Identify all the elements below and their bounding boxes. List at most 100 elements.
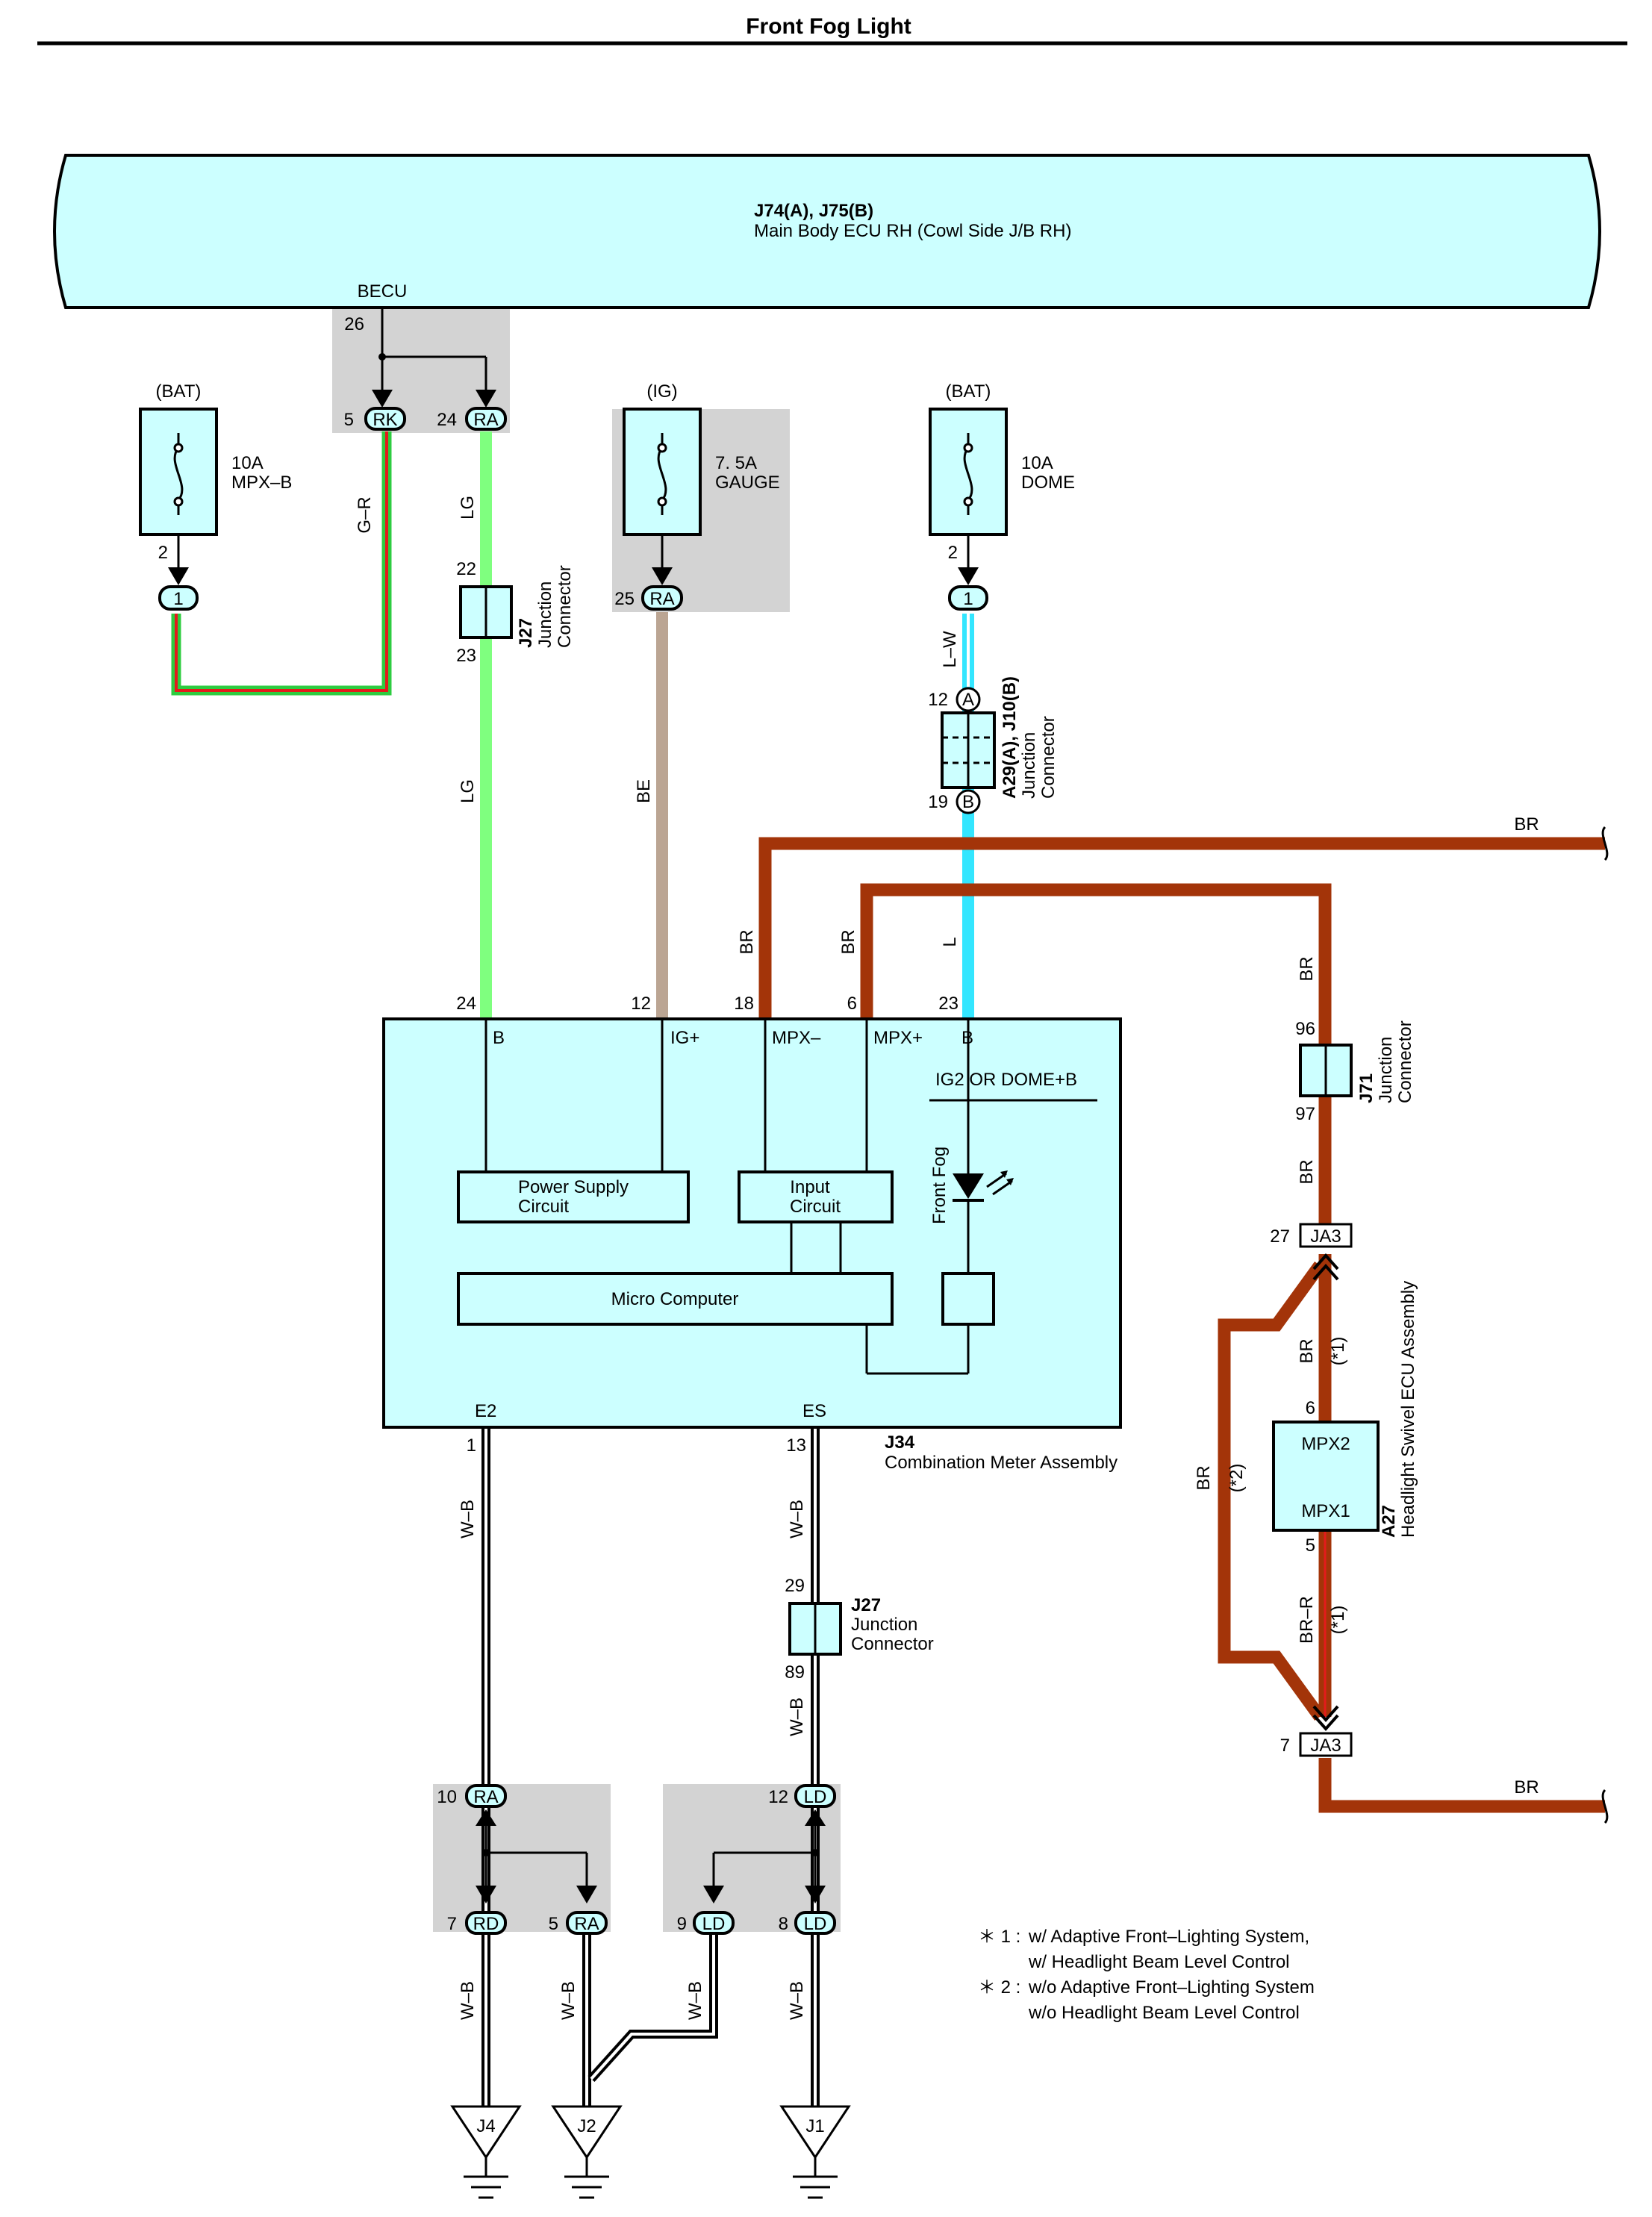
wire-label-l: L [940, 937, 960, 947]
main-body-ecu-block [53, 154, 1601, 309]
connector-rk [364, 407, 406, 431]
wire-label-br-j71-out: BR [1297, 1159, 1317, 1184]
meter-pin-18: 18 [734, 994, 754, 1014]
meter-pin-b-label: B [493, 1028, 505, 1048]
wire-label-w-b-j1: W–B [787, 1981, 807, 2020]
wire-label-g-r: G–R [355, 496, 375, 533]
fuse-mpx-b-connector [158, 585, 199, 611]
meter-pin-e2: 1 [467, 1435, 476, 1456]
wire-label-br-r: BR–R [1297, 1596, 1317, 1644]
meter-pin-mpx-minus-label: MPX– [772, 1028, 821, 1048]
connector-ld-8 [794, 1911, 836, 1935]
ground-icon-j1 [779, 2105, 851, 2199]
j27-bottom-name2: Connector [851, 1634, 934, 1654]
fuse-gauge-name: GAUGE [715, 473, 780, 493]
meter-pin-es: 13 [786, 1435, 806, 1456]
j27-top-pin-in: 22 [456, 559, 476, 579]
meter-name: Combination Meter Assembly [885, 1453, 1118, 1473]
fuse-dome-supply: (BAT) [946, 381, 991, 402]
ld9-code: LD [702, 1914, 726, 1934]
connector-ra-24 [465, 407, 507, 431]
ld8-code: LD [804, 1914, 827, 1934]
fuse-dome-name: DOME [1021, 473, 1075, 493]
ground-j1-label: J1 [805, 2116, 824, 2136]
swivel-note-1-bottom: (*1) [1328, 1606, 1348, 1635]
j27-bottom-pin-in: 29 [785, 1576, 805, 1596]
fuse-dome-out-pin: 2 [948, 543, 958, 563]
wire-w-b [481, 1427, 820, 2107]
ig2-dome-label: IG2 OR DOME+B [935, 1070, 1077, 1090]
note-1-mark: ＊ 1 : [978, 1927, 1020, 1947]
swivel-mpx2: MPX2 [1301, 1434, 1350, 1454]
junction-j27-top [459, 585, 513, 639]
front-fog-label: Front Fog [929, 1147, 950, 1224]
led-driver-box [941, 1272, 995, 1326]
meter-pin-ig-label: IG+ [670, 1028, 699, 1048]
wire-label-w-b-e2: W–B [458, 1500, 478, 1538]
swivel-note-2: (*2) [1226, 1464, 1247, 1493]
j27-bottom-code: J27 [851, 1595, 881, 1615]
j71-name1: Junction [1376, 1037, 1396, 1103]
fuse-dome-rating: 10A [1021, 453, 1053, 473]
fuse-mpx-b-out-pin: 2 [158, 543, 168, 563]
a29-code: A29(A), J10(B) [1000, 676, 1020, 799]
meter-pin-24: 24 [456, 994, 476, 1014]
wire-label-br-right-bottom: BR [1514, 1777, 1539, 1797]
j27-top-code: J27 [516, 618, 536, 648]
a29-label-a: A [962, 690, 974, 710]
fuse-gauge-conn-code: RA [649, 589, 674, 609]
ground-junction-left [476, 1809, 597, 1903]
connector-ld-9 [693, 1911, 735, 1935]
headlight-swivel-ecu-block [1272, 1421, 1380, 1532]
a29-name1: Junction [1019, 732, 1039, 799]
wire-label-br-mpx-minus: BR [737, 929, 757, 954]
meter-pin-6: 6 [847, 994, 857, 1014]
note-2-mark: ＊ 2 : [978, 1977, 1020, 1998]
note-2-line1: w/o Adaptive Front–Lighting System [1028, 1977, 1315, 1998]
fuse-dome [929, 408, 1008, 585]
ground-junction-right [703, 1809, 826, 1903]
fuse-gauge [623, 408, 702, 585]
fuse-dome-conn-pin: 1 [963, 589, 973, 609]
connector-ra-10 [465, 1784, 507, 1808]
meter-e2-label: E2 [475, 1401, 496, 1421]
meter-internal-lines [484, 1019, 1097, 1375]
connector-ja3-bottom [1299, 1705, 1353, 1757]
becu-junction [372, 308, 496, 408]
wire-label-w-b-ld9: W–B [685, 1981, 705, 2020]
wire-label-w-b-es: W–B [787, 1500, 807, 1538]
connector-ld-12 [794, 1784, 836, 1808]
ground-icon-j4 [450, 2105, 522, 2199]
fuse-mpx-b-rating: 10A [231, 453, 264, 473]
swivel-pin-6: 6 [1306, 1398, 1315, 1418]
ja3-top-code: JA3 [1310, 1226, 1341, 1247]
wire-break-icon-bottom [1601, 1789, 1609, 1824]
connector-ra-24-code: RA [473, 410, 498, 430]
ground-j4-label: J4 [476, 2116, 495, 2136]
ra5-code: RA [574, 1914, 599, 1934]
wire-label-br-bypass: BR [1194, 1465, 1214, 1490]
j71-code: J71 [1356, 1073, 1377, 1103]
note-2-line2: w/o Headlight Beam Level Control [1028, 2003, 1300, 2023]
wire-label-br-mpx-plus: BR [838, 929, 858, 954]
ld12-code: LD [804, 1787, 827, 1807]
becu-label: BECU [358, 281, 408, 302]
fuse-mpx-b-name: MPX–B [231, 473, 292, 493]
input-circuit-label-1: Input [790, 1177, 830, 1197]
ground-junction-zone-left [433, 1784, 611, 1932]
fuse-mpx-b-supply: (BAT) [156, 381, 202, 402]
swivel-note-1-top: (*1) [1328, 1337, 1348, 1366]
ja3-bottom-code: JA3 [1310, 1736, 1341, 1756]
wire-label-lg-top: LG [458, 496, 478, 520]
wire-br [758, 837, 1605, 1813]
meter-code: J34 [885, 1432, 915, 1453]
rd7-code: RD [473, 1914, 499, 1934]
connector-ra-5 [566, 1911, 608, 1935]
junction-a29 [941, 687, 996, 814]
a29-pin-b: 19 [928, 792, 948, 812]
page-title: Front Fog Light [746, 14, 911, 39]
fuse-gauge-connector [641, 585, 683, 611]
swivel-mpx1: MPX1 [1301, 1501, 1350, 1521]
wire-label-br-right-top: BR [1514, 814, 1539, 835]
